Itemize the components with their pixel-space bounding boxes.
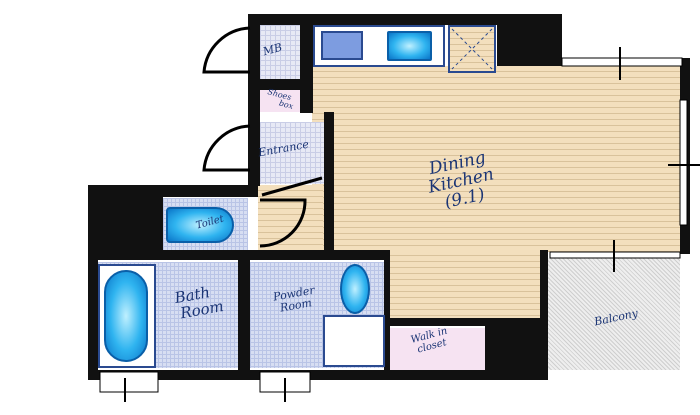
hall-floor <box>258 185 323 250</box>
wall-bottom <box>88 370 548 380</box>
sink-icon <box>387 31 432 61</box>
wall-top-right-block <box>497 14 562 66</box>
stove-icon <box>321 31 363 60</box>
balcony-floor <box>548 258 680 370</box>
wall-bath-powder <box>238 260 250 372</box>
wall-mb-divider <box>300 25 313 113</box>
wall-mid-horizontal <box>98 250 388 260</box>
entrance-floor <box>260 122 324 184</box>
washing-machine-space <box>323 315 385 367</box>
wall-left-outer <box>88 185 98 380</box>
wall-left-column <box>248 14 260 186</box>
wall-closet-block <box>485 318 540 376</box>
dining-kitchen-floor-lower <box>388 250 540 318</box>
wall-balcony-left <box>540 250 548 380</box>
wall-top <box>248 14 562 25</box>
toilet-icon <box>166 207 234 243</box>
hall-door-icon <box>259 198 307 248</box>
wall-powder-right <box>384 250 390 372</box>
wall-shoes-top <box>260 79 313 90</box>
wall-entrance-right <box>324 112 334 252</box>
wall-dark-block <box>88 185 163 250</box>
walk-in-closet-floor <box>390 328 485 370</box>
dining-kitchen-floor <box>312 66 682 252</box>
mb-door-icon <box>202 26 251 74</box>
washbasin-icon <box>340 264 370 314</box>
entrance-door-icon <box>202 124 251 172</box>
bathtub-icon <box>104 270 148 362</box>
wall-closet-top <box>388 318 485 326</box>
shoes-box <box>260 90 302 112</box>
mb-floor <box>260 25 300 79</box>
